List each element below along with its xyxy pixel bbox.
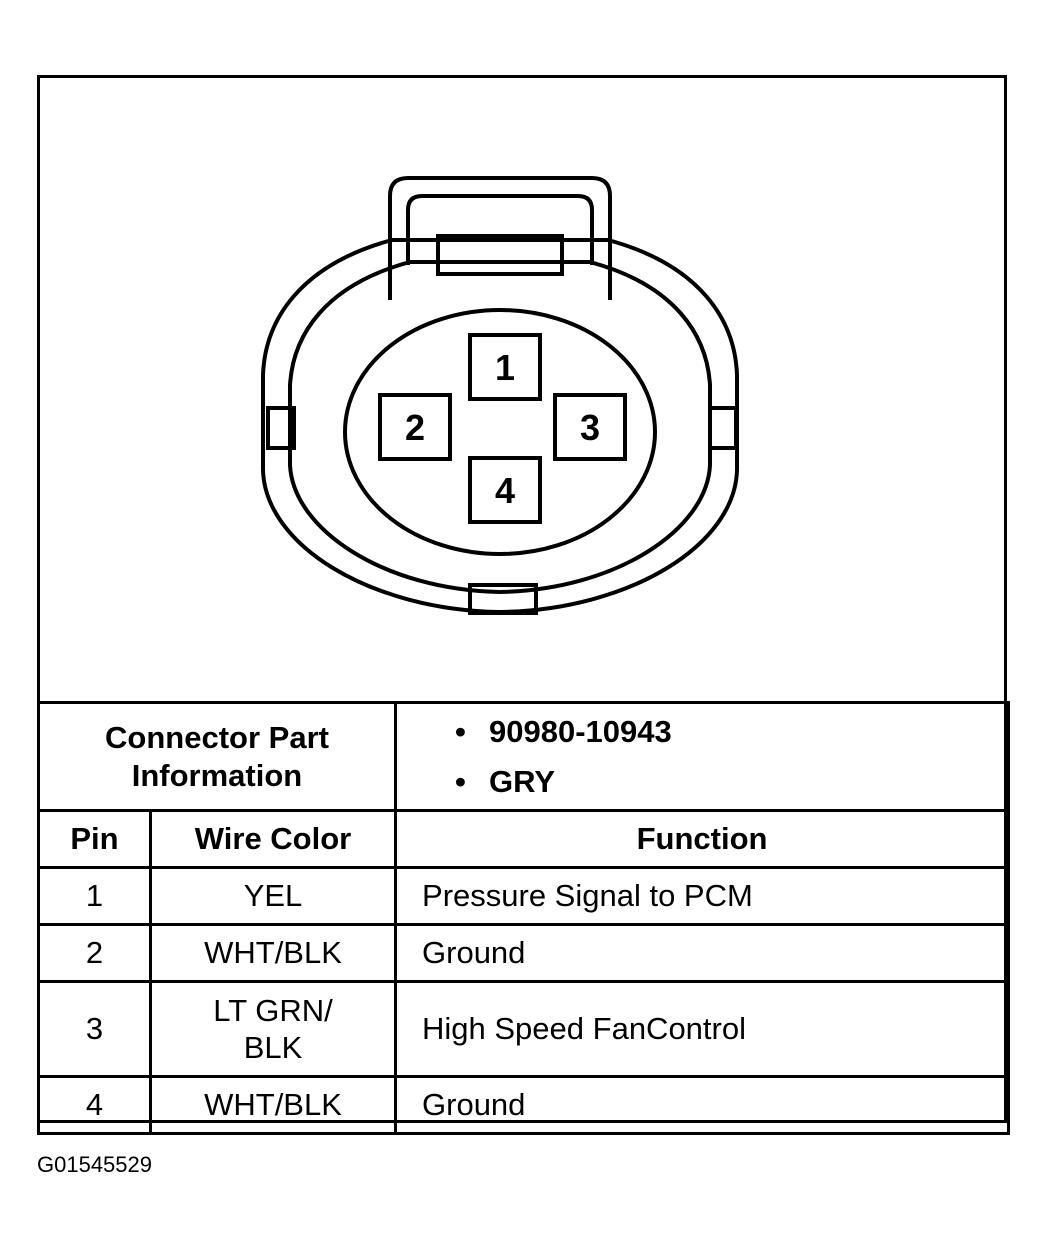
- left-ear: [266, 406, 296, 450]
- figure-code: G01545529: [37, 1152, 152, 1177]
- table-row: 3 LT GRN/ BLK High Speed FanControl: [37, 980, 1011, 1078]
- part-number: 90980-10943: [455, 707, 1007, 757]
- table-row: 1 YEL Pressure Signal to PCM: [37, 866, 1011, 926]
- table-header-row: Pin Wire Color Function: [37, 809, 1011, 869]
- pin-1-box: [468, 333, 542, 401]
- pin-1-label: 1: [495, 347, 515, 388]
- pin-3-label: 3: [580, 407, 600, 448]
- header-wire-color: Wire Color: [148, 809, 398, 869]
- function-cell: Ground: [394, 923, 1011, 983]
- function-cell: Ground: [394, 1075, 1011, 1135]
- pin-cell: 4: [37, 1075, 152, 1135]
- connector-part-label: Connector Part Information: [36, 701, 398, 812]
- pin-2-box: [378, 393, 452, 461]
- header-function: Function: [394, 809, 1011, 869]
- pin-2-label: 2: [405, 407, 425, 448]
- connector-latch: [388, 176, 612, 300]
- connector-color: GRY: [455, 757, 1007, 807]
- pin-cell: 1: [37, 866, 152, 926]
- connector-info-table: Connector Part Information 90980-10943 G…: [36, 701, 1011, 1135]
- top-key: [436, 234, 564, 276]
- table-row: 2 WHT/BLK Ground: [37, 923, 1011, 983]
- pin-cell: 2: [37, 923, 152, 983]
- pin-3-box: [553, 393, 627, 461]
- header-pin: Pin: [37, 809, 152, 869]
- connector-part-row: Connector Part Information 90980-10943 G…: [36, 701, 1011, 812]
- function-cell: Pressure Signal to PCM: [394, 866, 1011, 926]
- wire-color-cell: WHT/BLK: [148, 923, 398, 983]
- pin-cavity: [343, 308, 657, 556]
- pin-4-label: 4: [495, 470, 515, 511]
- wire-color-cell: LT GRN/ BLK: [148, 980, 398, 1078]
- pin-cell: 3: [37, 980, 152, 1078]
- bottom-key: [468, 583, 538, 615]
- connector-housing-inner: [288, 260, 712, 595]
- right-ear: [708, 406, 738, 450]
- wire-color-cell: WHT/BLK: [148, 1075, 398, 1135]
- connector-part-values: 90980-10943 GRY: [394, 701, 1011, 812]
- connector-housing-outer: [261, 238, 739, 615]
- function-cell: High Speed FanControl: [394, 980, 1011, 1078]
- connector-face-diagram: 1 2 3 4: [261, 176, 739, 615]
- table-row: 4 WHT/BLK Ground: [37, 1075, 1011, 1135]
- pin-4-box: [468, 456, 542, 524]
- wire-color-cell: YEL: [148, 866, 398, 926]
